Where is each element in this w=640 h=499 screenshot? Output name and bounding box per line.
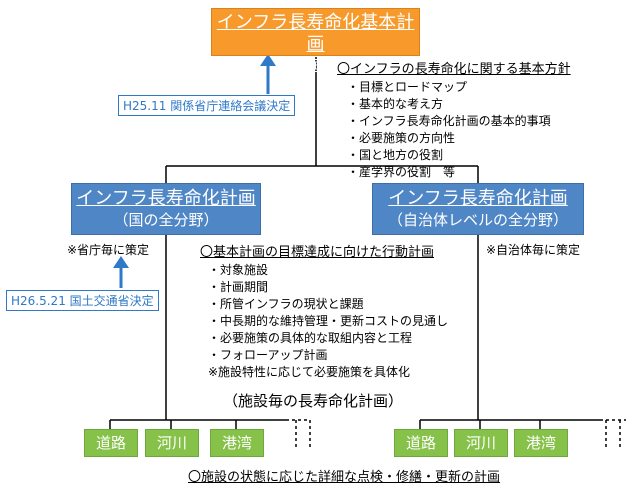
detailed-plan-text: 〇施設の状態に応じた詳細な点検・修繕・更新の計画 — [188, 470, 501, 485]
facility-label: 港湾 — [525, 434, 556, 452]
cabinet-decision-note: H25.11 関係省庁連絡会議決定 — [118, 95, 296, 116]
right-memo: ※自治体毎に策定 — [486, 243, 581, 257]
mlit-decision-note: H26.5.21 国土交通省決定 — [6, 290, 159, 311]
national-plan-title: インフラ長寿命化計画 — [76, 188, 256, 209]
facility-river-left: 河川 — [145, 429, 199, 457]
basic-policy-heading: 〇インフラの長寿命化に関する基本方針 — [337, 62, 571, 77]
national-plan-box: インフラ長寿命化計画 （国の全分野） — [71, 183, 261, 235]
facility-port-right: 港湾 — [514, 429, 568, 457]
list-item: ・必要施策の方向性 — [347, 131, 456, 145]
list-item: ・産学界の役割 等 — [347, 165, 456, 179]
facility-river-right: 河川 — [454, 429, 508, 457]
list-item: ※施設特性に応じて必要施策を具体化 — [208, 365, 411, 379]
basic-policy-list: ・目標とロードマップ ・基本的な考え方 ・インフラ長寿命化計画の基本的事項 ・必… — [347, 79, 571, 181]
action-plan-heading: 〇基本計画の目標達成に向けた行動計画 — [200, 245, 435, 260]
facility-road-left: 道路 — [84, 429, 138, 457]
list-item: ・中長期的な維持管理・更新コストの見通し — [208, 314, 449, 328]
list-item: ・対象施設 — [208, 263, 269, 277]
facility-label: 港湾 — [221, 434, 252, 452]
basic-plan-box: インフラ長寿命化基本計画 （国） — [211, 8, 420, 75]
list-item: ・フォローアップ計画 — [208, 348, 328, 362]
national-plan-sub: （国の全分野） — [113, 211, 219, 229]
facility-road-right: 道路 — [394, 429, 448, 457]
facility-label: 河川 — [156, 434, 187, 452]
list-item: ・基本的な考え方 — [347, 97, 444, 111]
facility-label: 道路 — [95, 434, 126, 452]
basic-plan-sub: （国） — [292, 57, 338, 75]
action-plan-list: ・対象施設 ・計画期間 ・所管インフラの現状と課題 ・中長期的な維持管理・更新コ… — [208, 262, 448, 381]
facility-label: 河川 — [465, 434, 496, 452]
local-plan-box: インフラ長寿命化計画 （自治体レベルの全分野） — [372, 183, 584, 235]
local-plan-title: インフラ長寿命化計画 — [388, 188, 568, 209]
list-item: ・インフラ長寿命化計画の基本的事項 — [347, 114, 551, 128]
left-memo: ※省庁毎に策定 — [67, 243, 150, 257]
list-item: ・所管インフラの現状と課題 — [208, 297, 364, 311]
list-item: ・必要施策の具体的な取組内容と工程 — [208, 331, 413, 345]
list-item: ・目標とロードマップ — [347, 80, 468, 94]
action-plan-block: 〇基本計画の目標達成に向けた行動計画 ・対象施設 ・計画期間 ・所管インフラの現… — [200, 241, 448, 381]
basic-plan-title: インフラ長寿命化基本計画 — [216, 12, 415, 55]
basic-policy-block: 〇インフラの長寿命化に関する基本方針 ・目標とロードマップ ・基本的な考え方 ・… — [337, 58, 571, 181]
list-item: ・計画期間 — [208, 280, 269, 294]
facility-port-left: 港湾 — [210, 429, 264, 457]
facility-plan-label: （施設毎の長寿命化計画） — [223, 392, 404, 410]
local-plan-sub: （自治体レベルの全分野） — [387, 211, 568, 229]
facility-label: 道路 — [405, 434, 436, 452]
list-item: ・国と地方の役割 — [347, 148, 444, 162]
